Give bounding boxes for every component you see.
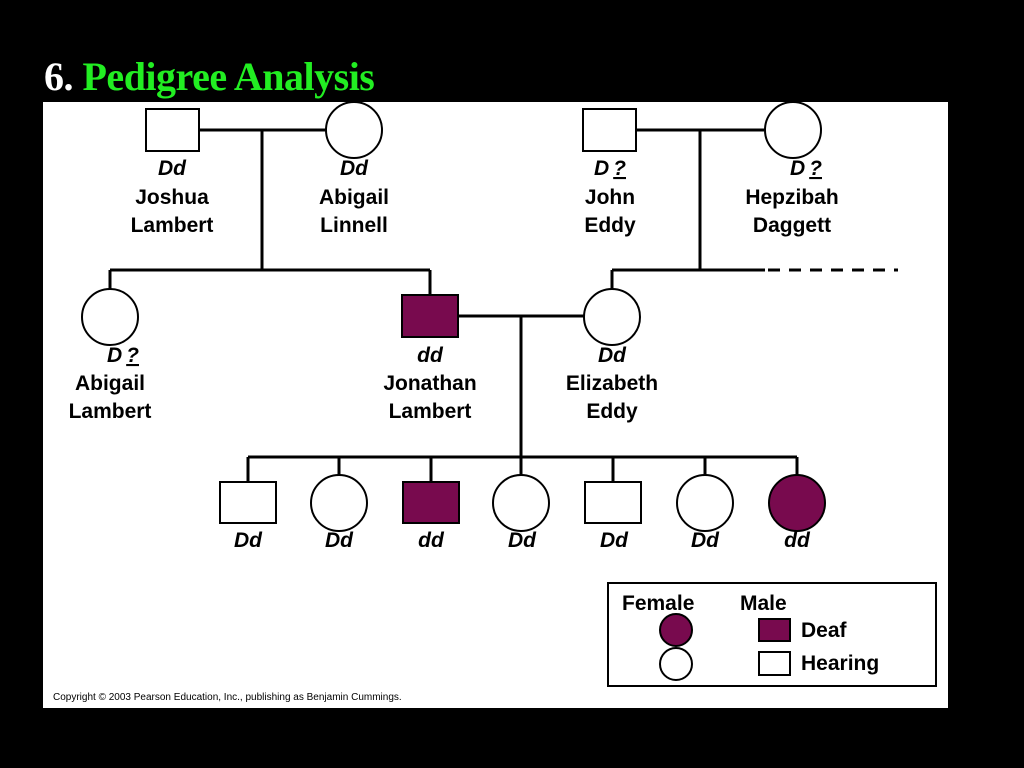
child-4: Dd xyxy=(492,474,550,552)
female-hearing-symbol xyxy=(81,288,139,346)
male-deaf-symbol xyxy=(402,481,460,524)
genotype-label: Dd xyxy=(340,157,369,180)
genotype-label: Dd xyxy=(158,157,187,180)
female-hearing-symbol xyxy=(325,102,383,159)
copyright-notice: Copyright © 2003 Pearson Education, Inc.… xyxy=(53,692,402,703)
legend-male-hearing-symbol xyxy=(758,651,791,676)
individual-john-eddy: D? John Eddy xyxy=(582,108,637,237)
legend: Female Male Deaf Hearing xyxy=(607,582,937,687)
pedigree-panel: Dd Joshua Lambert Dd Abigail Linnell D? … xyxy=(43,102,948,708)
slide-title: 6. Pedigree Analysis xyxy=(44,52,375,102)
female-hearing-symbol xyxy=(676,474,734,532)
individual-elizabeth-eddy: Dd Elizabeth Eddy xyxy=(566,288,658,423)
legend-female-hearing-symbol xyxy=(659,647,693,681)
legend-deaf-label: Deaf xyxy=(801,619,848,642)
genotype-label: Dd xyxy=(691,529,720,552)
genotype-allele: D xyxy=(107,344,122,367)
genotype-label: dd xyxy=(784,529,811,552)
legend-female-header: Female xyxy=(622,592,694,615)
female-hearing-symbol xyxy=(492,474,550,532)
male-hearing-symbol xyxy=(219,481,277,524)
last-name: Eddy xyxy=(586,400,638,423)
legend-male-header: Male xyxy=(740,592,787,615)
first-name: Hepzibah xyxy=(745,186,838,209)
pedigree-diagram: Dd Joshua Lambert Dd Abigail Linnell D? … xyxy=(53,102,937,703)
legend-female-deaf-symbol xyxy=(659,613,693,647)
individual-abigail-linnell: Dd Abigail Linnell xyxy=(319,102,389,237)
male-hearing-symbol xyxy=(145,108,200,152)
child-3: dd xyxy=(402,481,460,552)
genotype-label: D? xyxy=(107,344,139,367)
individual-joshua-lambert: Dd Joshua Lambert xyxy=(131,108,214,237)
genotype-unknown: ? xyxy=(613,157,626,180)
first-name: Elizabeth xyxy=(566,372,658,395)
child-7: dd xyxy=(768,474,826,552)
first-name: Joshua xyxy=(135,186,209,209)
legend-hearing-label: Hearing xyxy=(801,652,879,675)
slide-title-text: Pedigree Analysis xyxy=(82,54,375,99)
genotype-label: D? xyxy=(790,157,822,180)
child-5: Dd xyxy=(584,481,642,552)
individual-hepzibah-daggett: D? Hepzibah Daggett xyxy=(745,102,839,237)
child-1: Dd xyxy=(219,481,277,552)
genotype-label: Dd xyxy=(325,529,354,552)
last-name: Lambert xyxy=(389,400,472,423)
individual-jonathan-lambert: dd Jonathan Lambert xyxy=(383,294,477,423)
genotype-label: Dd xyxy=(508,529,537,552)
first-name: Abigail xyxy=(319,186,389,209)
last-name: Lambert xyxy=(131,214,214,237)
genotype-label: Dd xyxy=(598,344,627,367)
female-hearing-symbol xyxy=(764,102,822,159)
genotype-label: Dd xyxy=(600,529,629,552)
first-name: Abigail xyxy=(75,372,145,395)
male-hearing-symbol xyxy=(582,108,637,152)
genotype-unknown: ? xyxy=(809,157,822,180)
slide-number: 6. xyxy=(44,54,74,99)
genotype-unknown: ? xyxy=(126,344,139,367)
genotype-label: D? xyxy=(594,157,626,180)
female-deaf-symbol xyxy=(768,474,826,532)
male-hearing-symbol xyxy=(584,481,642,524)
genotype-allele: D xyxy=(594,157,609,180)
genotype-label: Dd xyxy=(234,529,263,552)
child-6: Dd xyxy=(676,474,734,552)
last-name: Eddy xyxy=(584,214,636,237)
first-name: John xyxy=(585,186,635,209)
genotype-allele: D xyxy=(790,157,805,180)
first-name: Jonathan xyxy=(383,372,476,395)
legend-male-deaf-symbol xyxy=(758,618,791,642)
female-hearing-symbol xyxy=(310,474,368,532)
genotype-label: dd xyxy=(418,529,445,552)
last-name: Lambert xyxy=(69,400,152,423)
genotype-label: dd xyxy=(417,344,444,367)
last-name: Daggett xyxy=(753,214,831,237)
individual-abigail-lambert: D? Abigail Lambert xyxy=(69,288,152,423)
child-2: Dd xyxy=(310,474,368,552)
male-deaf-symbol xyxy=(401,294,459,338)
female-hearing-symbol xyxy=(583,288,641,346)
last-name: Linnell xyxy=(320,214,388,237)
